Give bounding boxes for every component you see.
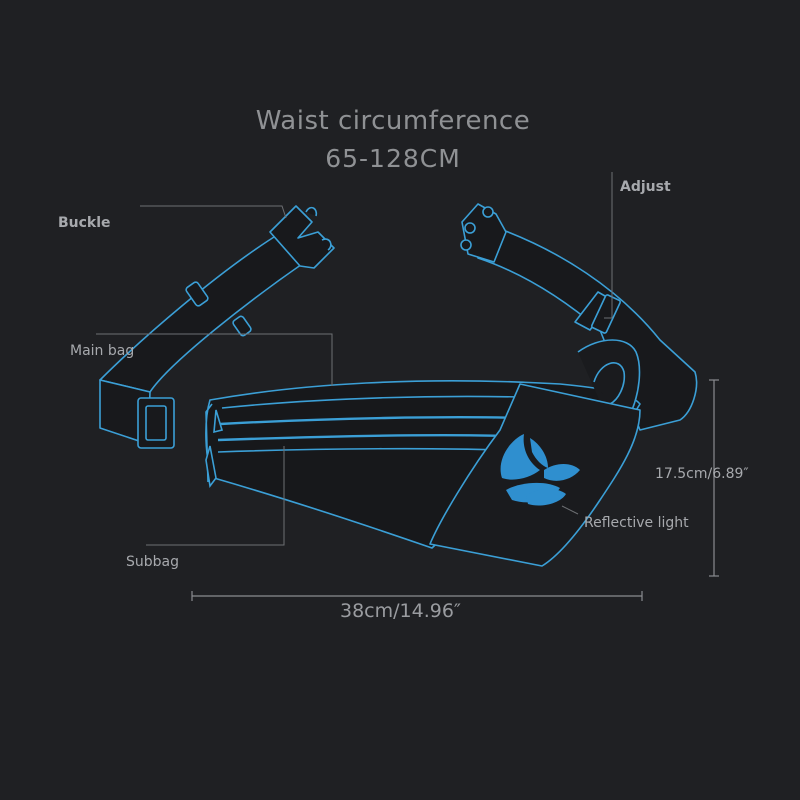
title-line-2: 65-128CM <box>325 144 461 173</box>
logo-icon <box>500 434 580 506</box>
adjust-buckle-icon <box>460 203 507 263</box>
label-buckle: Buckle <box>58 215 111 231</box>
leader-lines <box>96 172 613 546</box>
label-reflective-light: Reflective light <box>584 515 689 531</box>
label-main-bag: Main bag <box>70 343 135 359</box>
label-subbag: Subbag <box>126 554 179 570</box>
label-height-dimension: 17.5cm/6.89″ <box>655 466 749 482</box>
title-line-1: Waist circumference <box>255 106 531 136</box>
zipper-pull-icon <box>205 409 224 489</box>
label-width-dimension: 38cm/14.96″ <box>340 600 462 622</box>
right-strap <box>477 225 698 431</box>
side-buckle-icon <box>137 397 175 449</box>
label-adjust: Adjust <box>620 179 671 195</box>
bottle-pocket <box>429 339 641 567</box>
dimension-lines <box>191 379 719 601</box>
buckle-icon <box>269 205 335 269</box>
